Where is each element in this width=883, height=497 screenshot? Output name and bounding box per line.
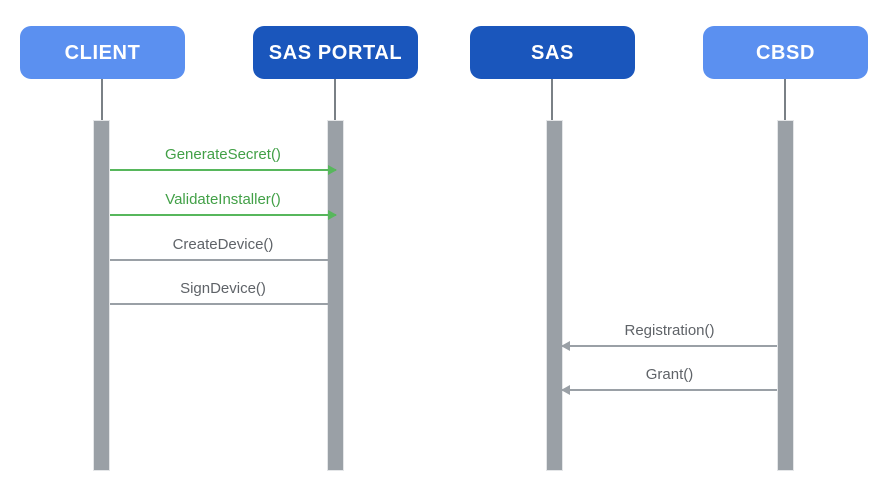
lifeline-client: [101, 79, 103, 120]
participant-label-client: CLIENT: [64, 41, 141, 64]
activation-bar-cbsd[interactable]: [777, 120, 794, 471]
message-label-create-device: CreateDevice(): [172, 236, 274, 253]
participant-label-sas-portal: SAS PORTAL: [268, 41, 403, 64]
message-line-grant: [562, 389, 777, 391]
message-line-create-device: [110, 259, 336, 261]
arrowhead-right-generate-secret: [328, 165, 337, 175]
participant-label-cbsd: CBSD: [755, 41, 816, 64]
participant-box-sas-portal[interactable]: SAS PORTAL: [253, 26, 418, 79]
participant-label-sas: SAS: [531, 41, 574, 64]
message-label-sign-device: SignDevice(): [180, 280, 266, 297]
activation-bar-sas[interactable]: [546, 120, 563, 471]
participant-box-sas[interactable]: SAS: [470, 26, 635, 79]
arrowhead-left-registration: [561, 341, 570, 351]
activation-bar-client[interactable]: [93, 120, 110, 471]
message-label-grant: Grant(): [645, 366, 694, 383]
arrowhead-right-sign-device: [328, 299, 337, 309]
message-line-registration: [562, 345, 777, 347]
arrowhead-right-validate-installer: [328, 210, 337, 220]
message-line-sign-device: [110, 303, 336, 305]
message-line-generate-secret: [110, 169, 336, 171]
participant-box-cbsd[interactable]: CBSD: [703, 26, 868, 79]
message-label-registration: Registration(): [624, 322, 715, 339]
arrowhead-right-create-device: [328, 255, 337, 265]
message-line-validate-installer: [110, 214, 336, 216]
participant-box-client[interactable]: CLIENT: [20, 26, 185, 79]
activation-bar-sas-portal[interactable]: [327, 120, 344, 471]
arrowhead-left-grant: [561, 385, 570, 395]
message-label-validate-installer: ValidateInstaller(): [165, 191, 281, 208]
message-label-generate-secret: GenerateSecret(): [165, 146, 281, 163]
lifeline-sas-portal: [334, 79, 336, 120]
lifeline-sas: [551, 79, 553, 120]
lifeline-cbsd: [784, 79, 786, 120]
